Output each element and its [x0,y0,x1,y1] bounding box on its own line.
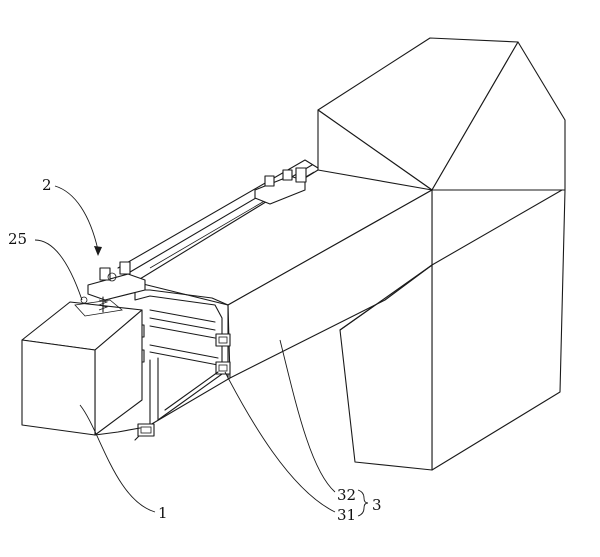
clamp-body [87,273,146,301]
slat-1 [149,309,216,323]
beam-bottom-edge [339,264,433,331]
leader-25 [34,239,83,301]
leader-lines [34,185,369,517]
brace-3 [357,489,369,517]
slat-3 [149,325,216,339]
block-front-face [21,339,96,436]
clamp-assembly-front [80,261,146,313]
brace-diagonal-2 [164,371,219,411]
clamp-block-1 [99,267,111,281]
slat-5 [149,351,219,366]
clamp-block-2 [119,261,131,275]
housing-side-face [431,189,566,471]
square-tube-5-inner [140,426,152,434]
bolt-thread [97,299,109,311]
label-31: 31 [337,506,356,524]
labels: 2 25 1 32 31 3 [8,176,382,524]
label-25: 25 [8,230,27,248]
brace-diagonal [157,373,223,421]
leader-2 [54,185,99,251]
channel-outline [134,284,223,373]
label-1: 1 [158,504,168,522]
clamp-block-back-3 [295,167,307,183]
label-3: 3 [372,496,382,514]
duct-beam [117,159,433,441]
bolt-head [107,272,117,282]
clamp-block-back-2 [282,169,293,181]
slat-2 [149,317,216,331]
block-bottom-edge [94,427,141,436]
housing-edge [431,189,563,266]
square-tube-2-inner [218,336,228,344]
top-plate [74,299,123,317]
nut [80,296,88,304]
slat-4 [149,344,219,359]
clamp-assembly-back [254,167,307,205]
square-tube-2 [215,333,231,347]
label-32: 32 [337,486,356,504]
inner-frame [129,284,231,437]
leader-32 [279,339,336,493]
leader-1 [79,404,156,513]
leader-31 [224,371,336,513]
square-tube-5 [137,423,155,437]
top-rail-upper [117,159,319,269]
channel-inner [137,289,229,379]
clamp-block-back-1 [264,175,275,187]
leader-2-arrow [94,246,102,256]
square-tube-4-inner [218,364,228,372]
label-2: 2 [42,176,52,194]
left-block [21,299,143,436]
